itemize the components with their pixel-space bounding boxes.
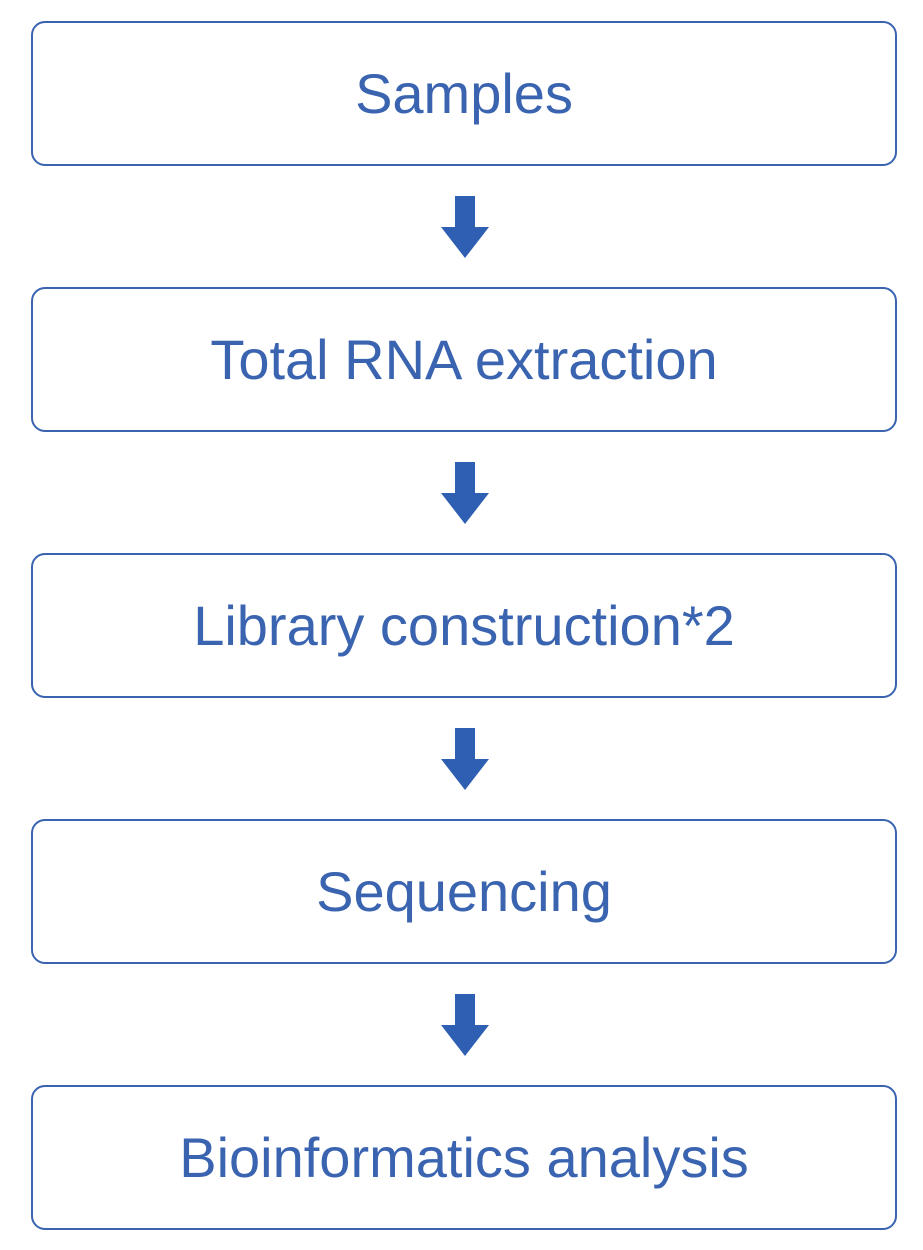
down-arrow-icon xyxy=(441,462,489,524)
down-arrow-icon xyxy=(441,994,489,1056)
step-total-rna-extraction: Total RNA extraction xyxy=(31,287,897,432)
down-arrow-icon xyxy=(441,728,489,790)
step-sequencing: Sequencing xyxy=(31,819,897,964)
step-samples: Samples xyxy=(31,21,897,166)
step-label: Library construction*2 xyxy=(193,593,735,657)
step-label: Total RNA extraction xyxy=(210,327,718,391)
step-bioinformatics-analysis: Bioinformatics analysis xyxy=(31,1085,897,1230)
step-label: Bioinformatics analysis xyxy=(179,1125,749,1189)
step-library-construction: Library construction*2 xyxy=(31,553,897,698)
down-arrow-icon xyxy=(441,196,489,258)
step-label: Sequencing xyxy=(316,859,612,923)
step-label: Samples xyxy=(355,61,573,125)
